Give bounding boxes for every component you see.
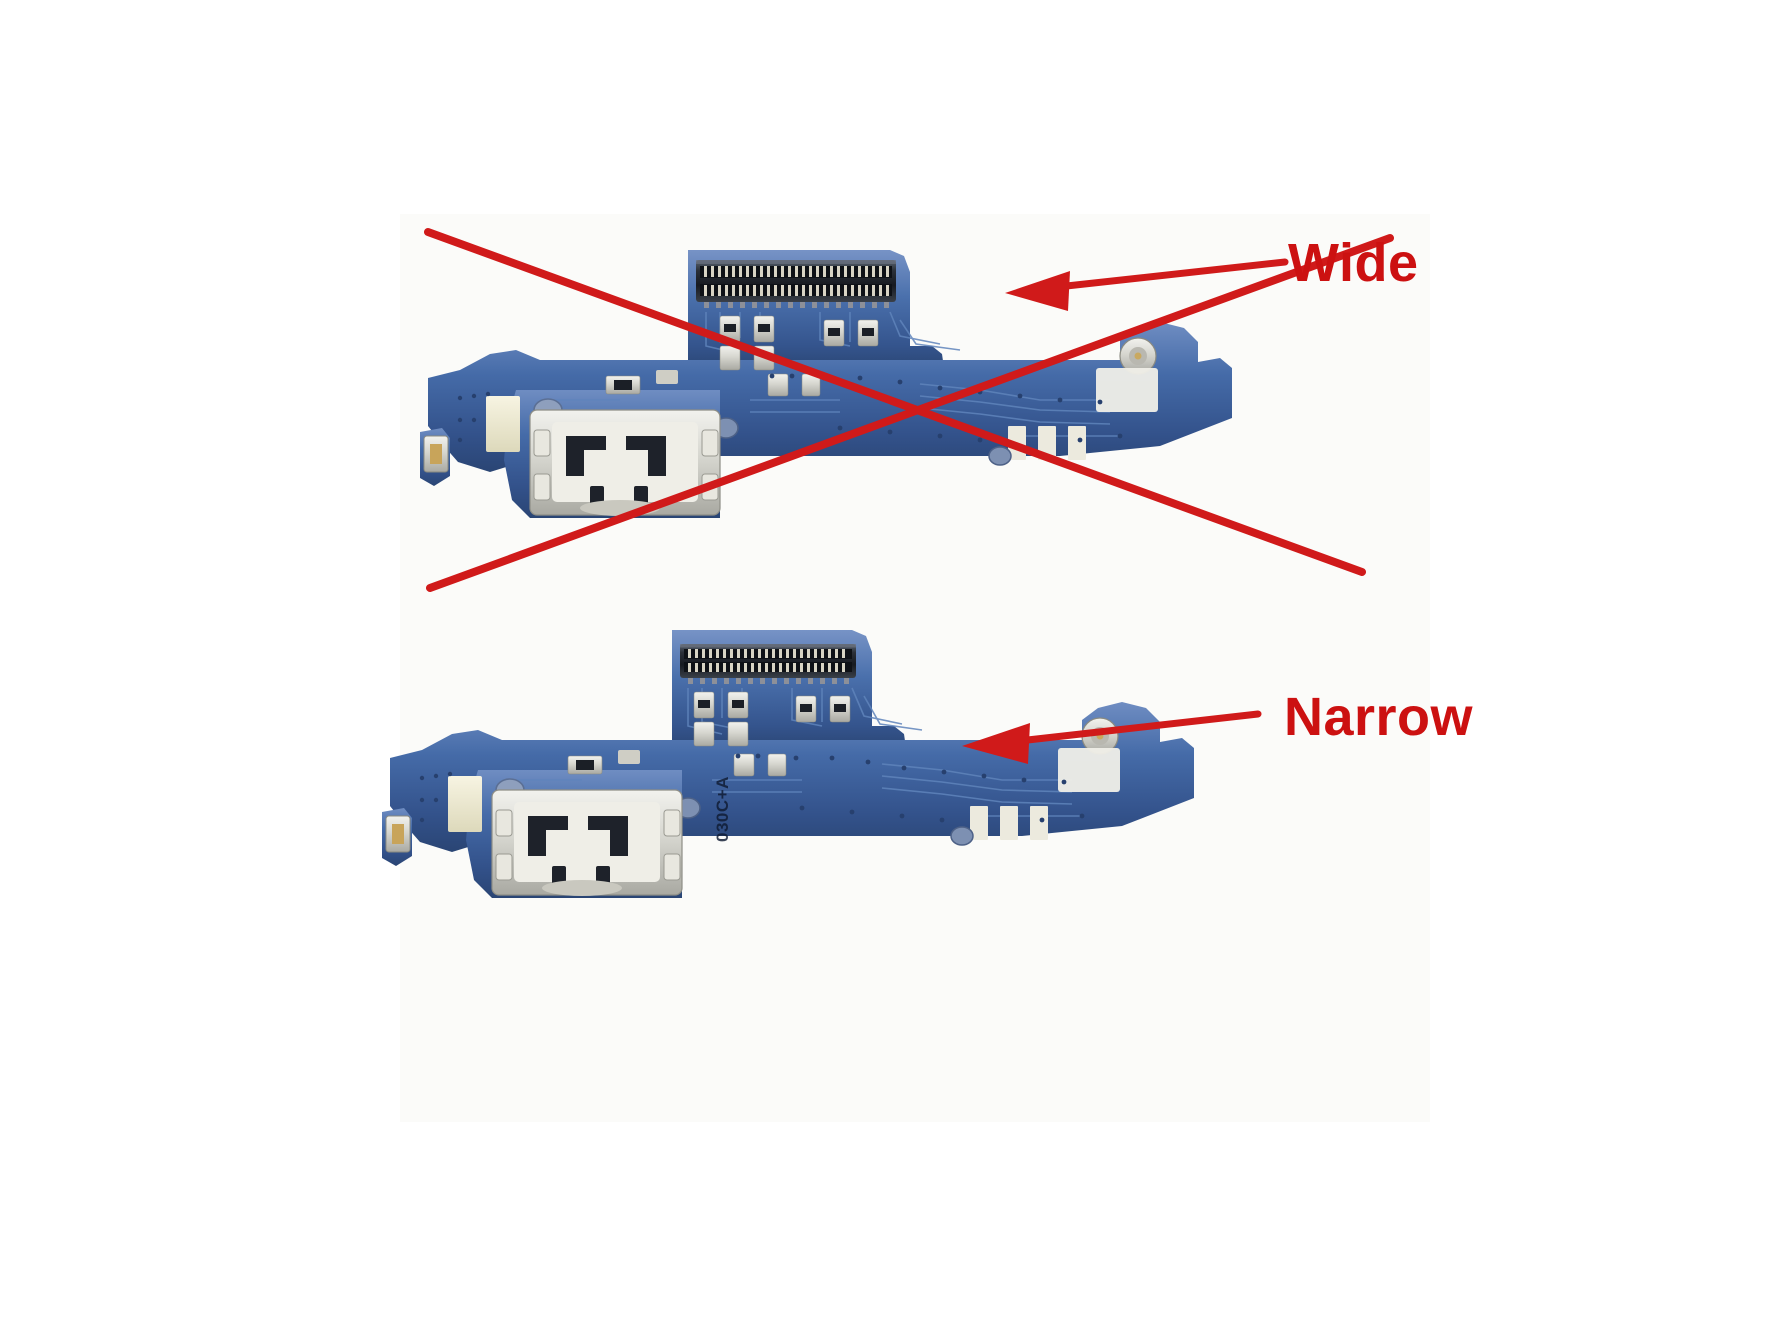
narrow-label: Narrow [1284, 687, 1474, 747]
wide-label: Wide [1288, 233, 1419, 293]
product-photo-panel [400, 214, 1430, 1122]
